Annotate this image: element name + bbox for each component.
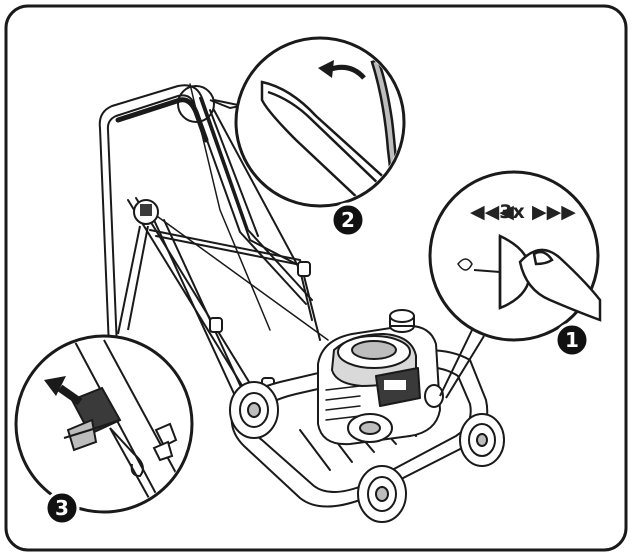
pull-handle-small	[134, 200, 158, 224]
step-number-3: 3	[55, 496, 69, 520]
rear-left-wheel	[230, 382, 278, 438]
repeat-count-text: 3x	[499, 201, 524, 223]
front-right-wheel	[460, 414, 504, 466]
step-number-2: 2	[341, 208, 355, 232]
step-number-1: 1	[565, 328, 579, 352]
front-left-wheel	[358, 466, 406, 522]
arrows-right-icon: ▶▶▶	[532, 201, 576, 223]
